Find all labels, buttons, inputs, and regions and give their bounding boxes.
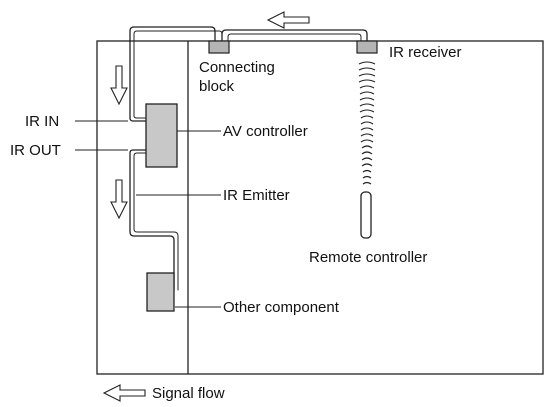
leader-lines xyxy=(75,120,221,308)
connecting-block-label-line1: Connecting xyxy=(199,59,275,76)
ir-in-cable-inner xyxy=(133,30,223,119)
legend: Signal flow xyxy=(102,384,225,402)
receiver-cable-inner xyxy=(227,33,362,42)
signal-flow-arrow-icon xyxy=(102,384,146,402)
other-component xyxy=(146,272,175,312)
remote-controller xyxy=(360,191,372,239)
flow-arrow-left-lower xyxy=(110,179,128,220)
ir-emitter-label: IR Emitter xyxy=(223,187,290,204)
remote-controller-label: Remote controller xyxy=(309,249,427,266)
connecting-block xyxy=(208,40,230,54)
ir-out-cable-inner xyxy=(133,152,179,291)
flow-arrow-top xyxy=(266,11,310,29)
ir-out-label: IR OUT xyxy=(10,142,61,159)
av-controller-label: AV controller xyxy=(223,123,308,140)
flow-arrow-left-upper xyxy=(110,65,128,106)
av-controller xyxy=(145,103,178,168)
ir-in-label: IR IN xyxy=(25,113,59,130)
connecting-block-label-line2: block xyxy=(199,78,235,95)
ir-signal-waves xyxy=(358,61,376,185)
other-component-label: Other component xyxy=(223,299,340,316)
room-outline xyxy=(96,40,544,375)
receiver-cable xyxy=(221,29,368,42)
ir-out-cable xyxy=(129,149,175,291)
ir-in-cable xyxy=(129,26,216,122)
legend-signal-flow-label: Signal flow xyxy=(152,385,225,402)
ir-receiver-label: IR receiver xyxy=(389,44,462,61)
ir-receiver xyxy=(356,40,378,54)
